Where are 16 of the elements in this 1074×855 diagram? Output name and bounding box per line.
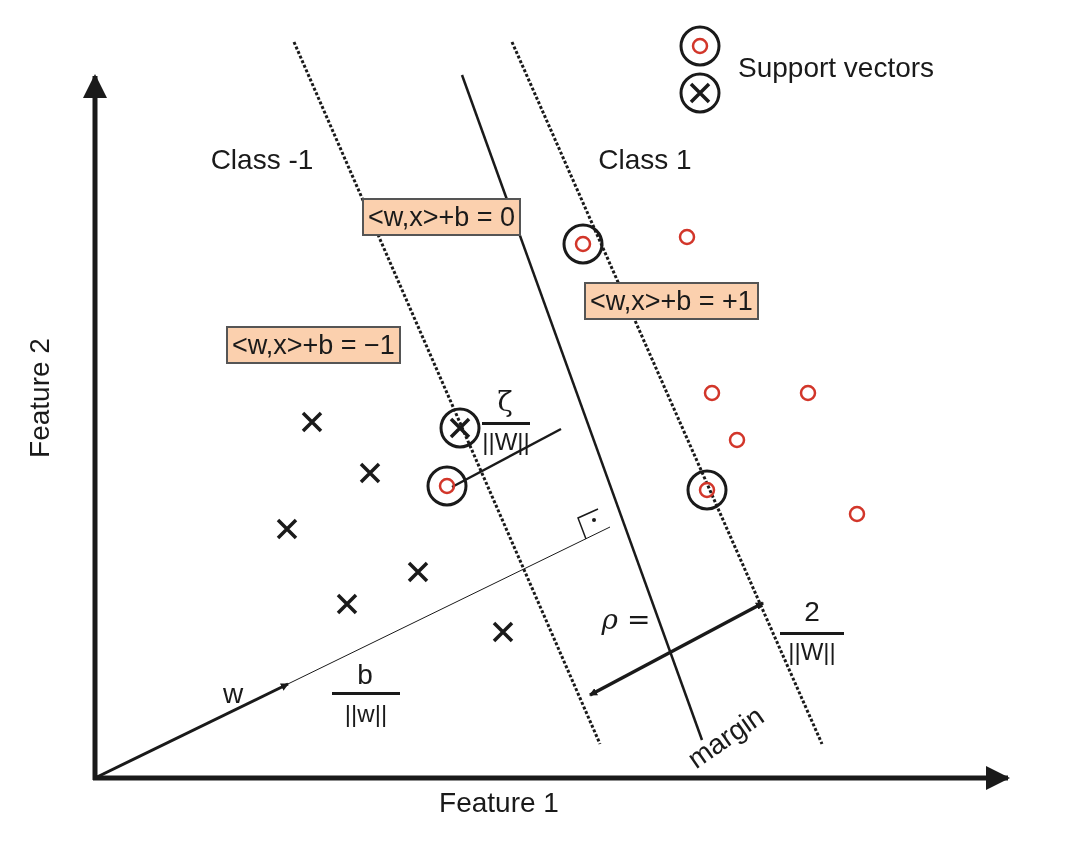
label-text: w [222, 678, 244, 710]
label-text: ||w|| [344, 700, 388, 728]
label-text: ζ [497, 386, 513, 418]
label-text: ||W|| [482, 428, 530, 456]
label-text: Class -1 [210, 144, 314, 176]
label-text: 2 [804, 596, 820, 628]
label-text: Class 1 [598, 144, 692, 176]
equation-box: <w,x>+b = 0 [362, 198, 522, 236]
equation-box: <w,x>+b = −1 [226, 326, 401, 364]
label-text: b [357, 659, 373, 691]
label-text: Feature 2 [24, 338, 56, 458]
equation-box: <w,x>+b = +1 [584, 282, 759, 320]
label-text: ||W|| [788, 638, 836, 666]
legend-text: Support vectors [738, 52, 935, 84]
label-text: Feature 1 [439, 787, 559, 819]
label-text: ρ = [601, 604, 651, 636]
